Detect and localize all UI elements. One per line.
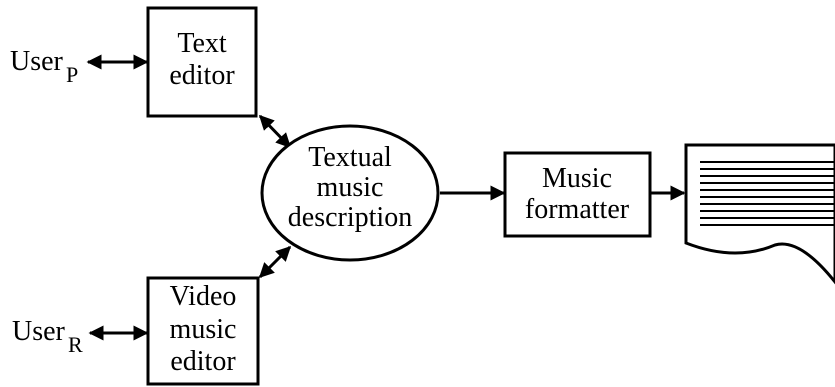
- svg-text:editor: editor: [170, 346, 236, 377]
- score-page-icon: [684, 143, 835, 285]
- svg-text:editor: editor: [169, 60, 235, 91]
- music-formatter-box: Music formatter: [503, 151, 652, 238]
- textual-music-description-ellipse: Textual music description: [260, 124, 440, 262]
- video-editor-description-arrow: [258, 245, 292, 279]
- svg-text:Text: Text: [177, 28, 227, 59]
- svg-text:description: description: [288, 202, 412, 233]
- svg-text:music: music: [317, 172, 384, 203]
- svg-text:User: User: [10, 46, 64, 77]
- svg-text:R: R: [68, 332, 83, 357]
- svg-text:formatter: formatter: [525, 194, 630, 225]
- user-r-label: User R: [12, 316, 83, 357]
- svg-text:Video: Video: [170, 281, 237, 312]
- text-editor-box: Text editor: [146, 6, 258, 118]
- svg-text:Textual: Textual: [308, 142, 392, 173]
- svg-text:Music: Music: [542, 163, 612, 194]
- svg-text:User: User: [12, 316, 66, 347]
- svg-text:P: P: [66, 62, 78, 87]
- staff-lines: [700, 161, 835, 226]
- user-p-label: User P: [10, 46, 78, 87]
- editor-description-arrow: [258, 114, 292, 149]
- svg-text:music: music: [170, 314, 237, 345]
- video-music-editor-box: Video music editor: [146, 276, 260, 386]
